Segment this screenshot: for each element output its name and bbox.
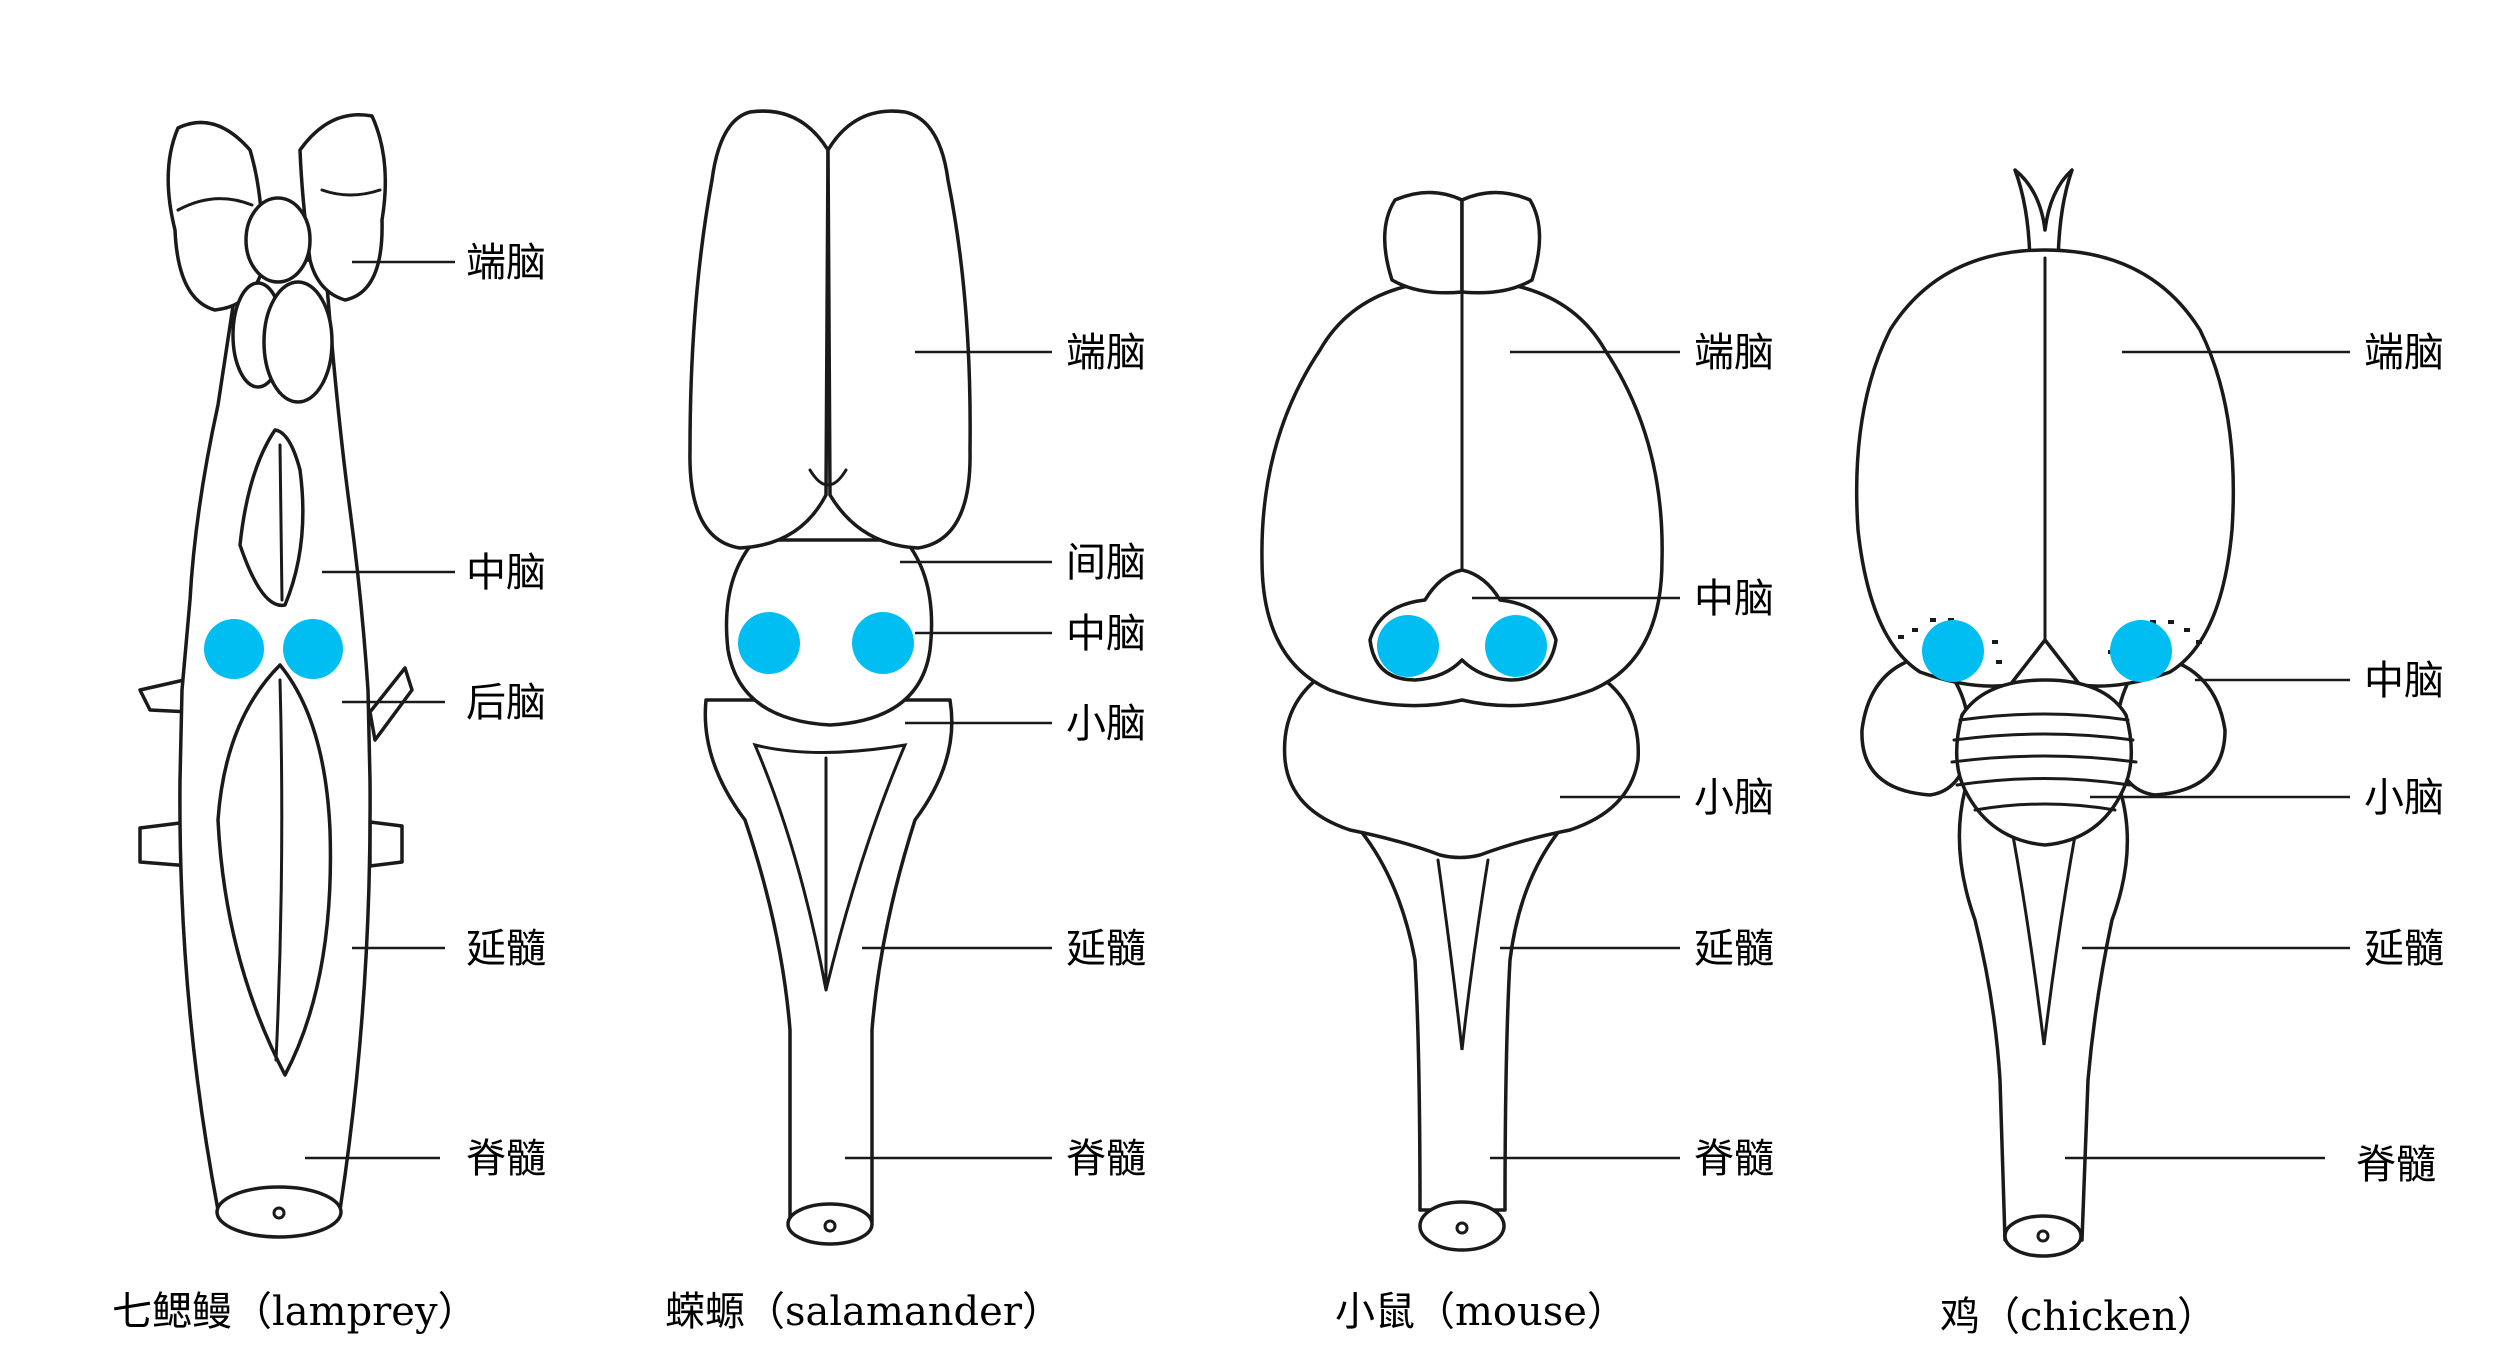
salamander-caption: 蝾螈（salamander）: [665, 1289, 1062, 1335]
lamprey-olfactory-right: [298, 113, 388, 302]
salamander-telencephalon-left: [688, 109, 830, 550]
lamprey-label-hindbrain: 后脑: [466, 680, 546, 726]
salamander-brainstem: [703, 698, 954, 1224]
chicken-label-spinal-cord: 脊髓: [2356, 1142, 2436, 1188]
chicken-label-cerebellum: 小脑: [2364, 775, 2444, 821]
chicken-cerebellum: [1954, 678, 2134, 847]
chicken-optic-lobe-left: [1860, 653, 1972, 797]
chicken-brainstem: [1957, 788, 2130, 1242]
chicken-marker-right: [2110, 620, 2172, 682]
mouse-marker-left: [1377, 615, 1439, 677]
mouse-label-medulla: 延髓: [1694, 926, 1774, 972]
salamander-label-telencephalon: 端脑: [1066, 330, 1146, 376]
lamprey-label-spinal-cord: 脊髓: [466, 1136, 546, 1182]
lamprey-marker-right: [283, 619, 343, 679]
lamprey-label-telencephalon: 端脑: [466, 240, 546, 286]
salamander-label-diencephalon: 间脑: [1066, 540, 1146, 586]
mouse-label-telencephalon: 端脑: [1694, 330, 1774, 376]
chicken-label-telencephalon: 端脑: [2364, 330, 2444, 376]
lamprey-caption: 七鳃鳗（lamprey）: [112, 1289, 478, 1335]
mouse-label-spinal-cord: 脊髓: [1694, 1136, 1774, 1182]
chicken-label-medulla: 延髓: [2364, 926, 2444, 972]
salamander-telencephalon-right: [826, 109, 972, 550]
chicken-caption: 鸡（chicken）: [1940, 1294, 2217, 1340]
mouse-label-cerebellum: 小脑: [1694, 775, 1774, 821]
salamander-marker-left: [738, 612, 800, 674]
lamprey-label-midbrain: 中脑: [466, 550, 546, 596]
mouse-cerebellum: [1282, 668, 1641, 860]
salamander-marker-right: [852, 612, 914, 674]
chicken-brain: [1854, 168, 2236, 1258]
lamprey-marker-left: [204, 619, 264, 679]
lamprey-olfactory-left: [166, 120, 265, 312]
chicken-label-midbrain: 中脑: [2364, 658, 2444, 704]
salamander-brain: [688, 109, 972, 1246]
salamander-label-medulla: 延髓: [1066, 926, 1146, 972]
salamander-label-cerebellum: 小脑: [1066, 701, 1146, 747]
chicken-marker-left: [1922, 620, 1984, 682]
lamprey-brain: [138, 113, 414, 1239]
salamander-label-spinal-cord: 脊髓: [1066, 1136, 1146, 1182]
salamander-label-midbrain: 中脑: [1066, 611, 1146, 657]
lamprey-label-medulla: 延髓: [466, 926, 546, 972]
mouse-marker-right: [1485, 615, 1547, 677]
mouse-caption: 小鼠（mouse）: [1335, 1289, 1627, 1335]
mouse-label-midbrain: 中脑: [1694, 576, 1774, 622]
